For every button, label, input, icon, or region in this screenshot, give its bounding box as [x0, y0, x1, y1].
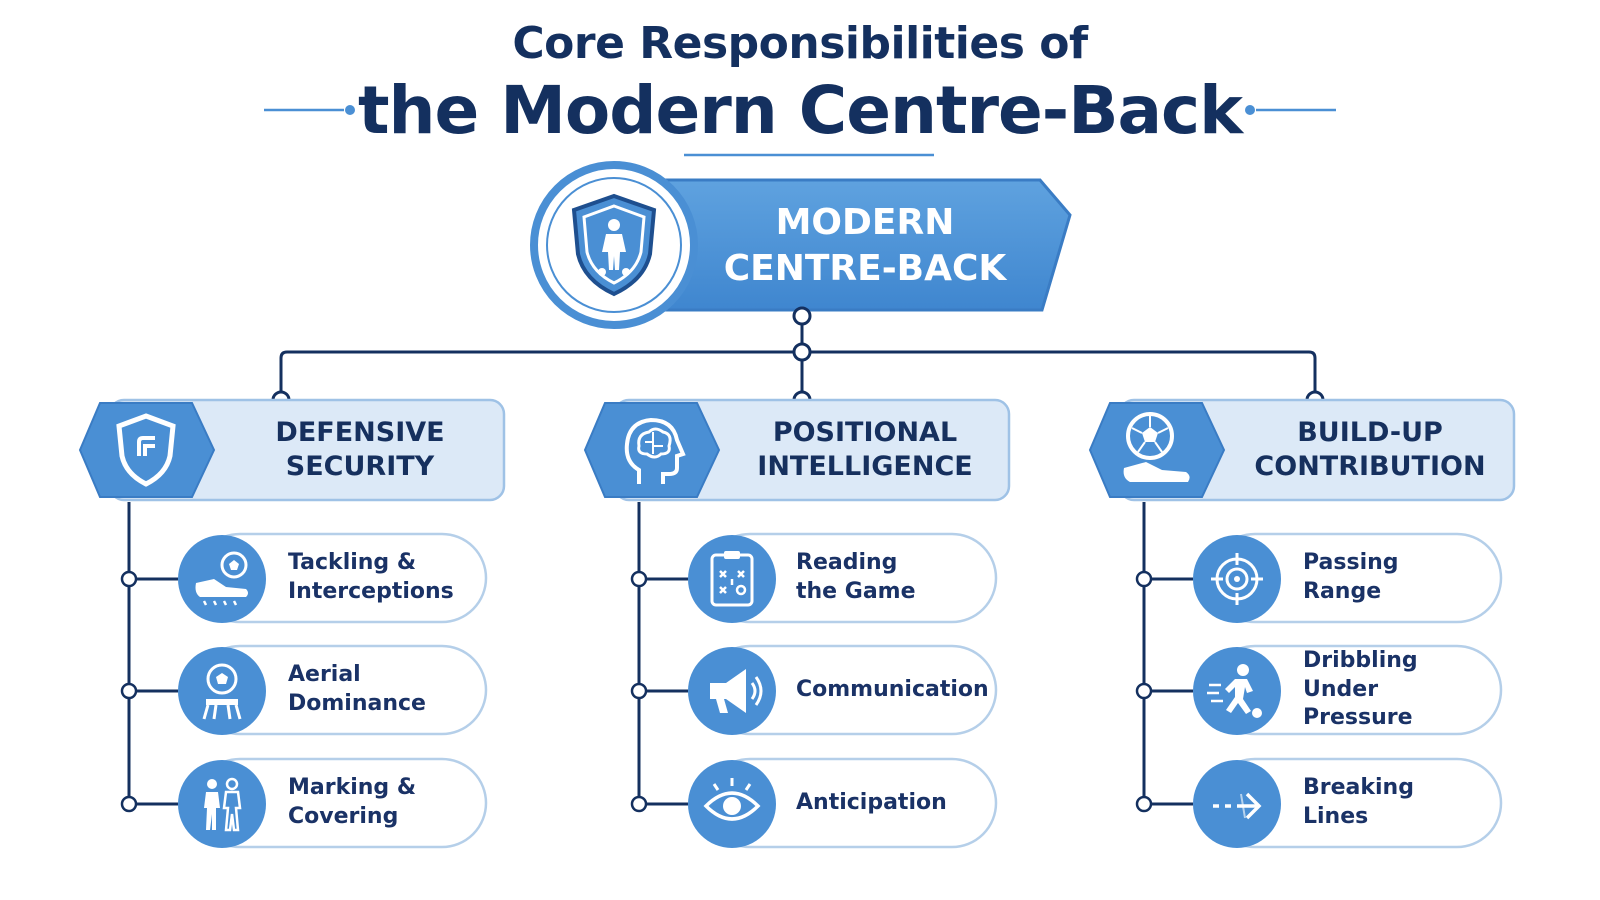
two-players-icon — [204, 777, 242, 832]
item-label-line2: Covering — [288, 804, 399, 829]
item-label-line1: Aerial — [288, 662, 361, 688]
target-icon — [1211, 553, 1263, 605]
item-label-line1: Marking & — [288, 775, 417, 801]
item-aerial-dominance: Aerial Dominance — [288, 648, 480, 732]
brain-head-icon — [624, 417, 686, 484]
header-ball-icon — [202, 663, 242, 720]
root-label: MODERN CENTRE-BACK — [690, 192, 1040, 300]
item-label-line1: Passing — [1303, 550, 1399, 576]
megaphone-icon — [710, 669, 763, 713]
category-label-line1: POSITIONAL — [772, 417, 958, 449]
category-label-defensive: DEFENSIVE SECURITY — [224, 403, 496, 497]
item-label-line1: Communication — [796, 676, 989, 702]
item-communication: Communication — [796, 648, 992, 732]
category-label-line1: DEFENSIVE — [275, 417, 445, 449]
category-label-line1: BUILD-UP — [1297, 417, 1443, 449]
item-label-line2: the Game — [796, 579, 916, 604]
item-label-line1: Reading — [796, 550, 898, 576]
item-marking-covering: Marking & Covering — [288, 761, 480, 845]
category-label-line2: INTELLIGENCE — [757, 451, 973, 482]
item-label-line1: Breaking — [1303, 775, 1414, 801]
ball-boot-icon — [1123, 412, 1190, 482]
item-label-line1: Tackling & — [288, 550, 417, 576]
eye-icon — [703, 778, 761, 821]
item-label-line1: Anticipation — [796, 789, 947, 815]
title-decoration-right — [1245, 105, 1336, 115]
item-label-line2: Interceptions — [288, 579, 454, 604]
item-label-line2: Dominance — [288, 691, 426, 716]
item-label-line2: Range — [1303, 579, 1382, 604]
page-title-line2: the Modern Centre-Back — [357, 72, 1243, 149]
item-label-line2: Pressure — [1303, 705, 1413, 731]
item-anticipation: Anticipation — [796, 761, 992, 845]
boot-ball-icon — [195, 551, 248, 606]
root-label-line2: CENTRE-BACK — [723, 248, 1007, 289]
category-card-defensive — [78, 398, 506, 502]
item-pills — [194, 532, 1503, 849]
item-tackling-interceptions: Tackling & Interceptions — [288, 536, 480, 620]
root-label-line1: MODERN — [775, 201, 955, 243]
category-label-positional: POSITIONAL INTELLIGENCE — [729, 403, 1001, 497]
item-nodes — [120, 570, 1153, 813]
tree-nodes — [271, 306, 1325, 410]
item-label-line1: Dribbling Under — [1303, 648, 1418, 702]
category-card-buildup — [1088, 398, 1516, 502]
tactics-board-icon — [710, 551, 754, 607]
item-reading-the-game: Reading the Game — [796, 536, 992, 620]
item-label-line2: Lines — [1303, 804, 1369, 829]
shield-icon — [116, 413, 176, 487]
item-dribbling-under-pressure: Dribbling Under Pressure — [1303, 648, 1497, 732]
category-label-line2: CONTRIBUTION — [1254, 451, 1486, 482]
arrow-icon — [1213, 792, 1262, 820]
shield-player-icon — [571, 193, 657, 297]
column-spines — [127, 502, 1193, 806]
title-decoration-left — [264, 105, 355, 115]
item-breaking-lines: Breaking Lines — [1303, 761, 1497, 845]
item-passing-range: Passing Range — [1303, 536, 1497, 620]
dribbling-player-icon — [1207, 664, 1262, 718]
category-label-line2: SECURITY — [285, 451, 435, 482]
category-label-buildup: BUILD-UP CONTRIBUTION — [1234, 403, 1506, 497]
page-title-line1: Core Responsibilities of — [512, 18, 1088, 69]
